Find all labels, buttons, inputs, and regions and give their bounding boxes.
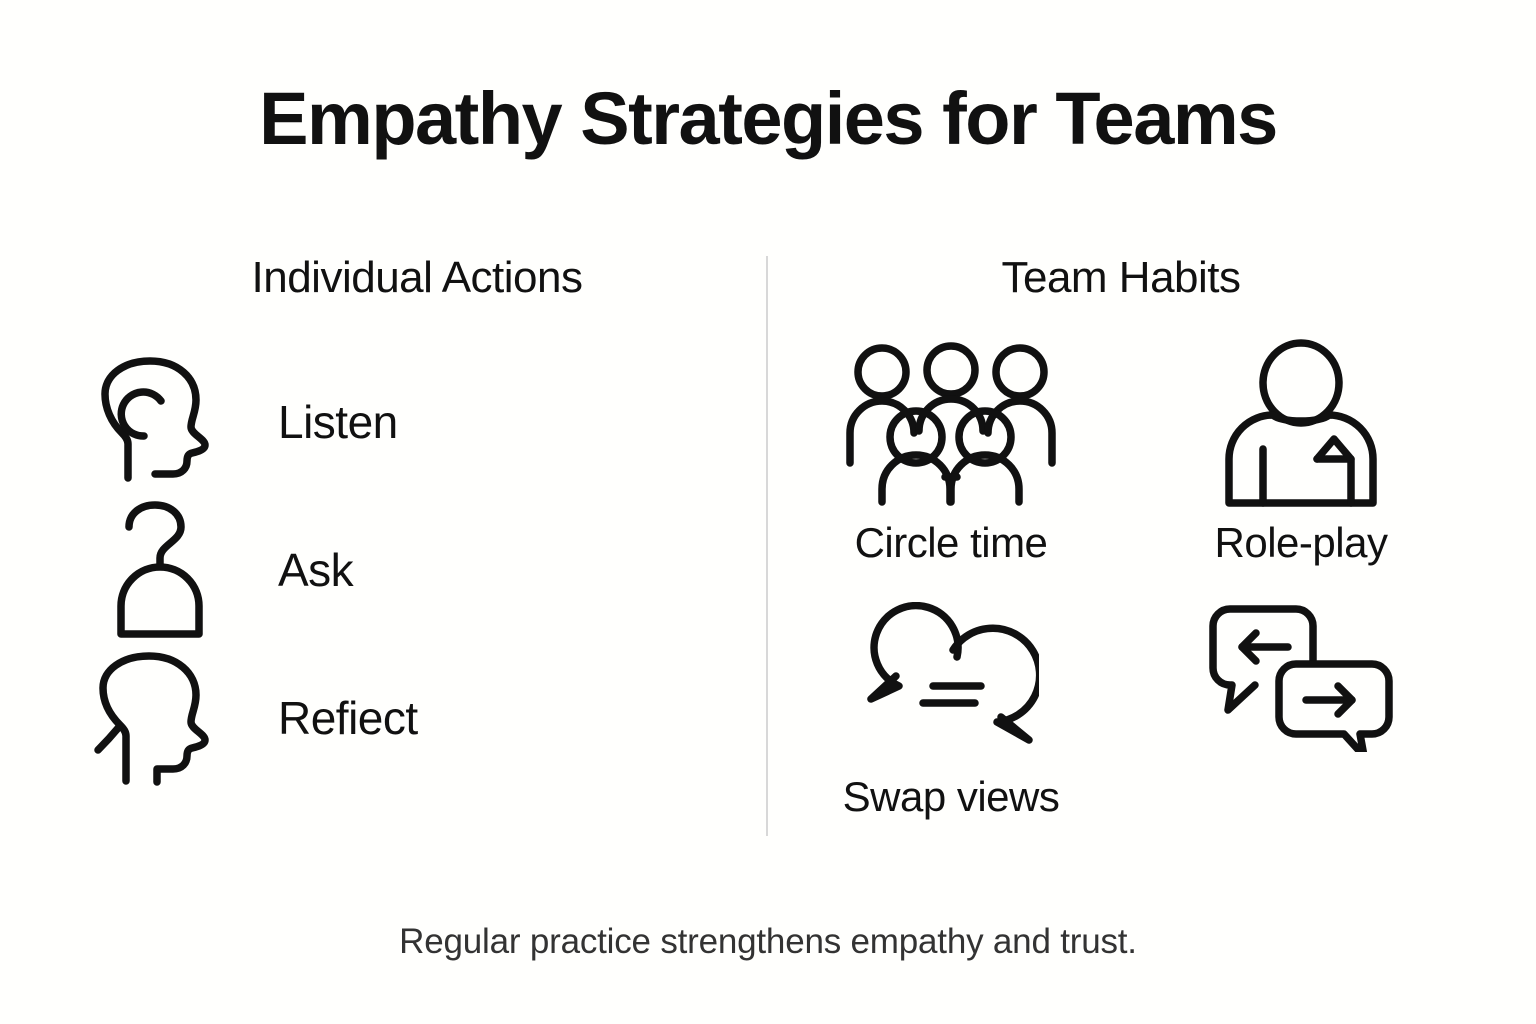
grid-item-arrow-bubbles[interactable] xyxy=(1126,588,1476,820)
grid-item-label: Role-play xyxy=(1214,519,1388,566)
grid-item-swap-views[interactable]: Swap views xyxy=(776,588,1126,820)
question-mark-person-icon xyxy=(60,500,260,640)
grid-item-role-play[interactable]: Role-play xyxy=(1126,334,1476,566)
group-of-people-icon xyxy=(845,334,1057,514)
list-item-label: Refiect xyxy=(278,692,418,744)
list-item-label: Ask xyxy=(278,544,354,596)
team-habits-column: Team Habits xyxy=(776,256,1476,820)
page-title: Empathy Strategies for Teams xyxy=(259,77,1278,160)
grid-item-label: Swap views xyxy=(842,773,1060,821)
individual-actions-column: Individual Actions Listen xyxy=(60,256,760,792)
column-divider xyxy=(766,256,768,836)
individual-actions-list: Listen Ask xyxy=(60,348,760,792)
list-item-ask[interactable]: Ask xyxy=(60,496,760,644)
team-habits-heading: Team Habits xyxy=(1001,253,1241,302)
grid-item-label: Circle time xyxy=(854,519,1048,566)
team-habits-grid: Circle time Role-play xyxy=(776,334,1476,820)
head-profile-icon xyxy=(60,651,260,786)
two-speech-bubbles-icon xyxy=(863,588,1039,768)
head-profile-ear-icon xyxy=(60,356,260,488)
speech-bubbles-arrows-icon xyxy=(1208,588,1394,768)
list-item-label: Listen xyxy=(278,396,398,448)
list-item-listen[interactable]: Listen xyxy=(60,348,760,496)
person-mask-icon xyxy=(1221,334,1381,514)
list-item-reflect[interactable]: Refiect xyxy=(60,644,760,792)
grid-item-circle-time[interactable]: Circle time xyxy=(776,334,1126,566)
individual-actions-heading: Individual Actions xyxy=(251,253,584,302)
footer-caption: Regular practice strengthens empathy and… xyxy=(399,922,1137,961)
